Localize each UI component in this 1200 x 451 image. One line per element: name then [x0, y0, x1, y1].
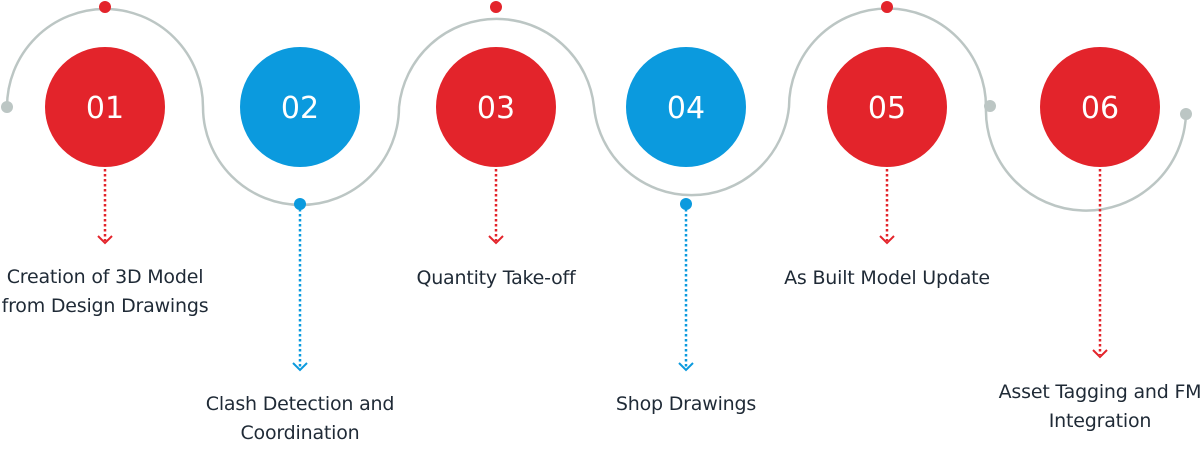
step-label: Creation of 3D Model from Design Drawings: [2, 263, 209, 321]
step-circle: [436, 47, 556, 167]
step-label-line: Coordination: [240, 422, 360, 444]
step-number: 06: [1081, 91, 1119, 126]
step-label-line: from Design Drawings: [1, 295, 209, 317]
step-label-line: Clash Detection and: [205, 393, 395, 415]
arrow-down-icon: [678, 362, 694, 372]
arrow-down-icon: [1092, 349, 1108, 359]
step-label-line: Quantity Take-off: [416, 267, 576, 289]
step-number: 03: [477, 91, 515, 126]
arrow-down-icon: [488, 235, 504, 245]
step-label-line: Integration: [1048, 410, 1152, 432]
step-circle: [626, 47, 746, 167]
step-label: Shop Drawings: [616, 390, 756, 419]
step-number: 01: [86, 91, 124, 126]
path-marker-dot: [881, 1, 893, 13]
step-circle: [1040, 47, 1160, 167]
step-label: Asset Tagging and FM Integration: [999, 378, 1200, 436]
step-number: 02: [281, 91, 319, 126]
path-marker-dot: [99, 1, 111, 13]
step-circle: [45, 47, 165, 167]
step-label-line: Shop Drawings: [615, 393, 757, 415]
path-end-dot: [1180, 108, 1192, 120]
path-marker-dot: [680, 198, 692, 210]
arrow-down-icon: [292, 362, 308, 372]
step-circle: [827, 47, 947, 167]
step-label-line: As Built Model Update: [784, 267, 990, 289]
step-number: 04: [667, 91, 705, 126]
step-number: 05: [868, 91, 906, 126]
arrow-down-icon: [879, 235, 895, 245]
path-marker-dot: [490, 1, 502, 13]
step-label-line: Asset Tagging and FM: [998, 381, 1200, 403]
step-label-line: Creation of 3D Model: [6, 266, 204, 288]
connector-path: [5, 7, 1188, 212]
step-label: Quantity Take-off: [416, 264, 575, 293]
path-mid-dot: [984, 100, 996, 112]
arrow-down-icon: [97, 235, 113, 245]
path-marker-dot: [294, 198, 306, 210]
step-circle: [240, 47, 360, 167]
path-start-dot: [1, 101, 13, 113]
step-label: As Built Model Update: [784, 264, 990, 293]
